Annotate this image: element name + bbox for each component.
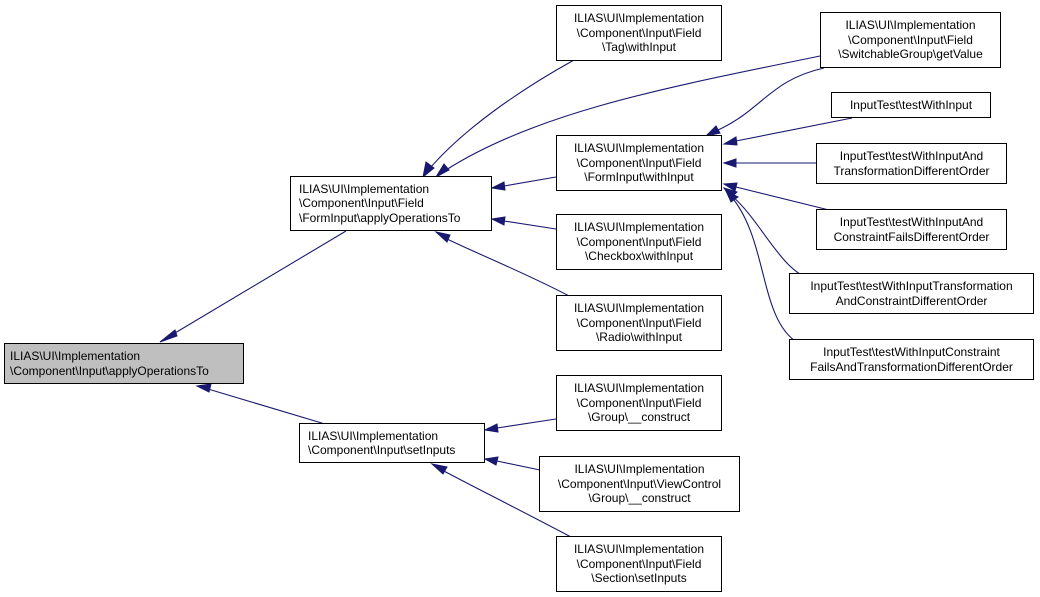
node-radio-withinput[interactable]: ILIAS\UI\Implementation \Component\Input… xyxy=(556,295,722,351)
node-line: ILIAS\UI\Implementation xyxy=(574,462,705,477)
node-line: ILIAS\UI\Implementation xyxy=(845,18,976,33)
node-line: ConstraintFailsDifferentOrder xyxy=(833,229,990,244)
node-test-withinput[interactable]: InputTest\testWithInput xyxy=(831,92,991,118)
node-line: InputTest\testWithInputAnd xyxy=(839,149,984,163)
node-line: \Component\Input\Field xyxy=(576,395,702,410)
node-line: \Component\Input\setInputs xyxy=(308,443,456,457)
edge-forminput-withinput-to-forminput-apply xyxy=(490,176,557,191)
edge-switchable-getvalue-to-forminput-apply xyxy=(434,55,821,179)
node-line: \Component\Input\applyOperationsTo xyxy=(10,363,209,378)
node-line: \FormInput\applyOperationsTo xyxy=(299,210,461,225)
node-line: ILIAS\UI\Implementation xyxy=(573,220,705,235)
node-line: \Radio\withInput xyxy=(595,330,683,345)
node-line: \Component\Input\Field xyxy=(576,556,702,571)
node-line: ILIAS\UI\Implementation xyxy=(299,181,430,196)
node-line: ILIAS\UI\Implementation xyxy=(573,542,705,557)
node-line: \Checkbox\withInput xyxy=(584,249,694,264)
edge-test-transformation-order-to-forminput-withinput xyxy=(722,158,816,168)
node-section-setinputs[interactable]: ILIAS\UI\Implementation \Component\Input… xyxy=(556,536,722,592)
node-line: \Component\Input\Field xyxy=(576,234,702,249)
node-line: \Component\Input\ViewControl xyxy=(557,476,722,491)
node-field-group-construct[interactable]: ILIAS\UI\Implementation \Component\Input… xyxy=(556,375,722,431)
node-forminput-withinput[interactable]: ILIAS\UI\Implementation \Component\Input… xyxy=(556,135,722,191)
node-line: ILIAS\UI\Implementation xyxy=(573,11,705,26)
edge-setinputs-to-root xyxy=(195,383,326,425)
node-line: \Component\Input\Field xyxy=(576,315,702,330)
edge-tag-withinput-to-forminput-apply xyxy=(422,59,575,179)
node-line: ILIAS\UI\Implementation xyxy=(308,428,439,443)
node-line: \Component\Input\Field xyxy=(576,155,702,170)
edge-section-setinputs-to-setinputs xyxy=(430,463,572,538)
node-tag-withinput[interactable]: ILIAS\UI\Implementation \Component\Input… xyxy=(556,5,722,61)
node-line: \Component\Input\Field xyxy=(848,32,973,47)
node-test-transformation-order[interactable]: InputTest\testWithInputAnd Transformatio… xyxy=(816,143,1007,184)
node-line: \Component\Input\Field xyxy=(299,196,424,211)
node-line: ILIAS\UI\Implementation xyxy=(573,301,705,316)
node-line: InputTest\testWithInputTransformation xyxy=(810,279,1013,293)
node-forminput-applyoperationsto[interactable]: ILIAS\UI\Implementation \Component\Input… xyxy=(290,176,492,231)
node-line: \SwitchableGroup\getValue xyxy=(838,47,983,62)
edge-checkbox-withinput-to-forminput-apply xyxy=(490,216,557,230)
node-line: FailsAndTransformationDifferentOrder xyxy=(810,359,1013,374)
node-test-transformation-constraint[interactable]: InputTest\testWithInputTransformation An… xyxy=(789,273,1034,314)
edge-radio-withinput-to-forminput-apply xyxy=(434,231,572,298)
node-viewcontrol-group-construct[interactable]: ILIAS\UI\Implementation \Component\Input… xyxy=(539,456,740,512)
node-line: ILIAS\UI\Implementation xyxy=(573,381,705,396)
edge-test-constraint-fails-transformation-to-forminput-withinput xyxy=(724,189,799,344)
node-checkbox-withinput[interactable]: ILIAS\UI\Implementation \Component\Input… xyxy=(556,214,722,270)
node-line: ILIAS\UI\Implementation xyxy=(10,349,141,363)
node-line: InputTest\testWithInputAnd xyxy=(839,215,984,229)
node-line: \Group\__construct xyxy=(588,491,691,506)
node-line: ILIAS\UI\Implementation xyxy=(573,141,705,156)
edge-test-constraint-fails-order-to-forminput-withinput xyxy=(722,182,830,211)
node-line: \Group\__construct xyxy=(587,410,691,425)
edge-group-construct-to-setinputs xyxy=(483,418,557,433)
node-line: \Tag\withInput xyxy=(601,40,677,55)
edge-viewcontrol-group-construct-to-setinputs xyxy=(483,456,541,471)
edge-switchable-getvalue-to-forminput-withinput xyxy=(704,67,825,137)
node-line: \FormInput\withInput xyxy=(584,170,694,185)
node-line: \Section\setInputs xyxy=(591,571,687,586)
node-line: InputTest\testWithInputConstraint xyxy=(823,345,1000,359)
node-input-setinputs[interactable]: ILIAS\UI\Implementation \Component\Input… xyxy=(299,423,485,463)
node-switchablegroup-getvalue[interactable]: ILIAS\UI\Implementation \Component\Input… xyxy=(820,12,1001,68)
node-input-applyoperationsto: ILIAS\UI\Implementation \Component\Input… xyxy=(4,343,244,384)
node-test-constraint-fails-transformation[interactable]: InputTest\testWithInputConstraint FailsA… xyxy=(789,339,1034,380)
edge-forminput-apply-to-root xyxy=(159,230,347,343)
node-line: TransformationDifferentOrder xyxy=(833,163,990,178)
node-line: \Component\Input\Field xyxy=(576,25,702,40)
node-line: AndConstraintDifferentOrder xyxy=(835,293,988,308)
node-line: InputTest\testWithInput xyxy=(849,97,973,112)
node-test-constraint-fails-order[interactable]: InputTest\testWithInputAnd ConstraintFai… xyxy=(816,209,1007,250)
edge-test-withinput-to-forminput-withinput xyxy=(722,117,853,146)
